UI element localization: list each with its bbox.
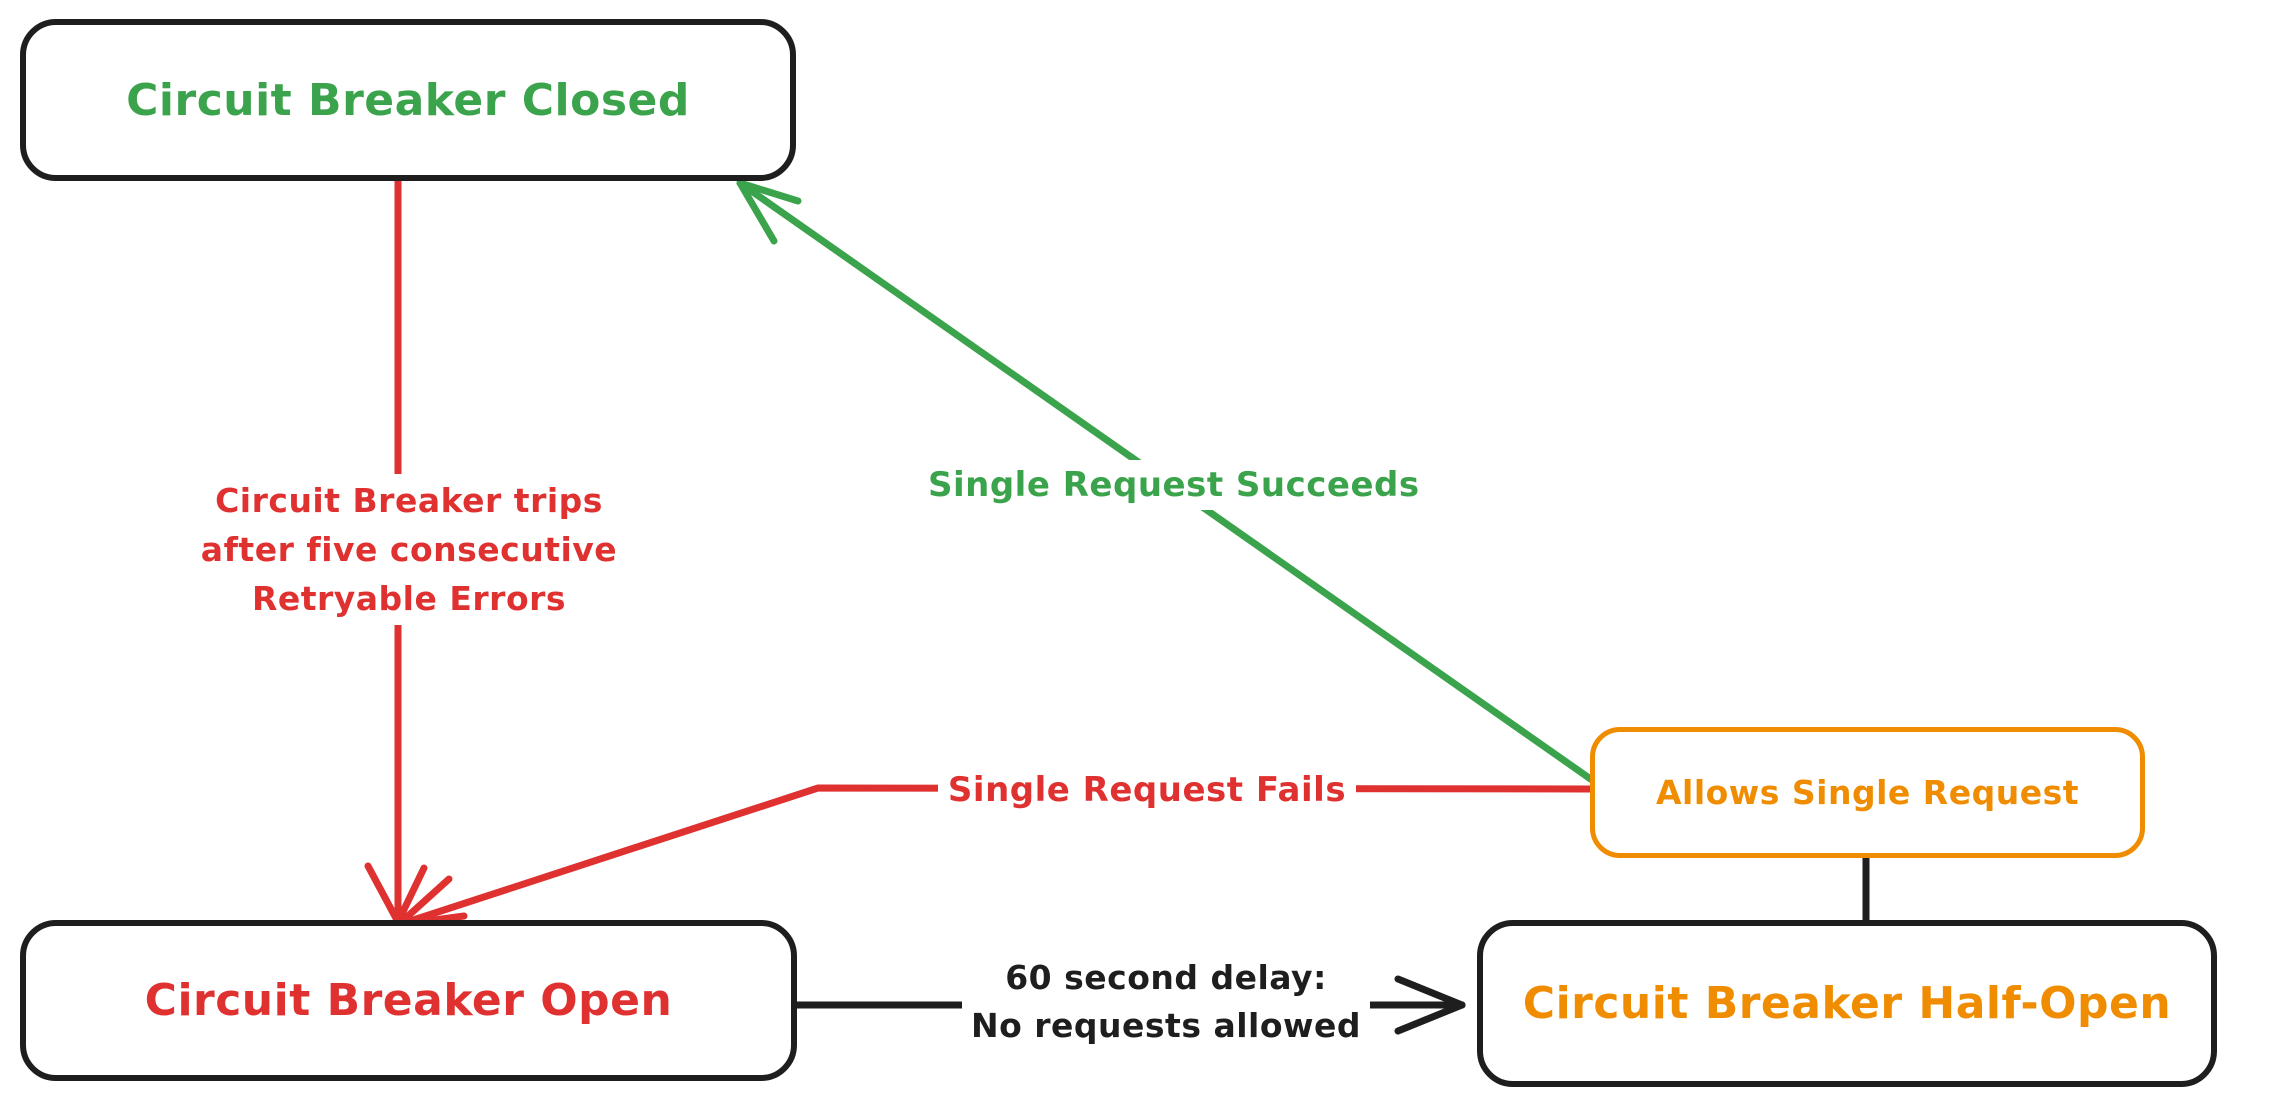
node-circuit-breaker-open: Circuit Breaker Open (20, 920, 797, 1081)
edge-label-trips-line-3: Retryable Errors (251, 579, 567, 618)
node-allows-single-request: Allows Single Request (1590, 727, 2145, 858)
edge-label-trips-line-2: after five consecutive (200, 530, 618, 569)
edge-label-delay-line-2: No requests allowed (970, 1006, 1362, 1045)
edge-label-single-request-succeeds: Single Request Succeeds (922, 460, 1419, 510)
edge-label-delay-line-1: 60 second delay: (1005, 958, 1327, 997)
node-label-closed: Circuit Breaker Closed (126, 74, 690, 126)
edge-label-60-second-delay: 60 second delay: No requests allowed (962, 952, 1370, 1052)
edge-label-single-request-fails: Single Request Fails (938, 766, 1356, 814)
node-label-allows-single-request: Allows Single Request (1655, 773, 2080, 812)
edge-label-trips: Circuit Breaker trips after five consecu… (185, 474, 633, 625)
node-circuit-breaker-half-open: Circuit Breaker Half-Open (1477, 920, 2217, 1087)
node-label-open: Circuit Breaker Open (144, 975, 673, 1026)
node-label-half-open: Circuit Breaker Half-Open (1522, 978, 2172, 1029)
node-circuit-breaker-closed: Circuit Breaker Closed (20, 19, 796, 181)
edge-label-trips-line-1: Circuit Breaker trips (215, 481, 603, 520)
